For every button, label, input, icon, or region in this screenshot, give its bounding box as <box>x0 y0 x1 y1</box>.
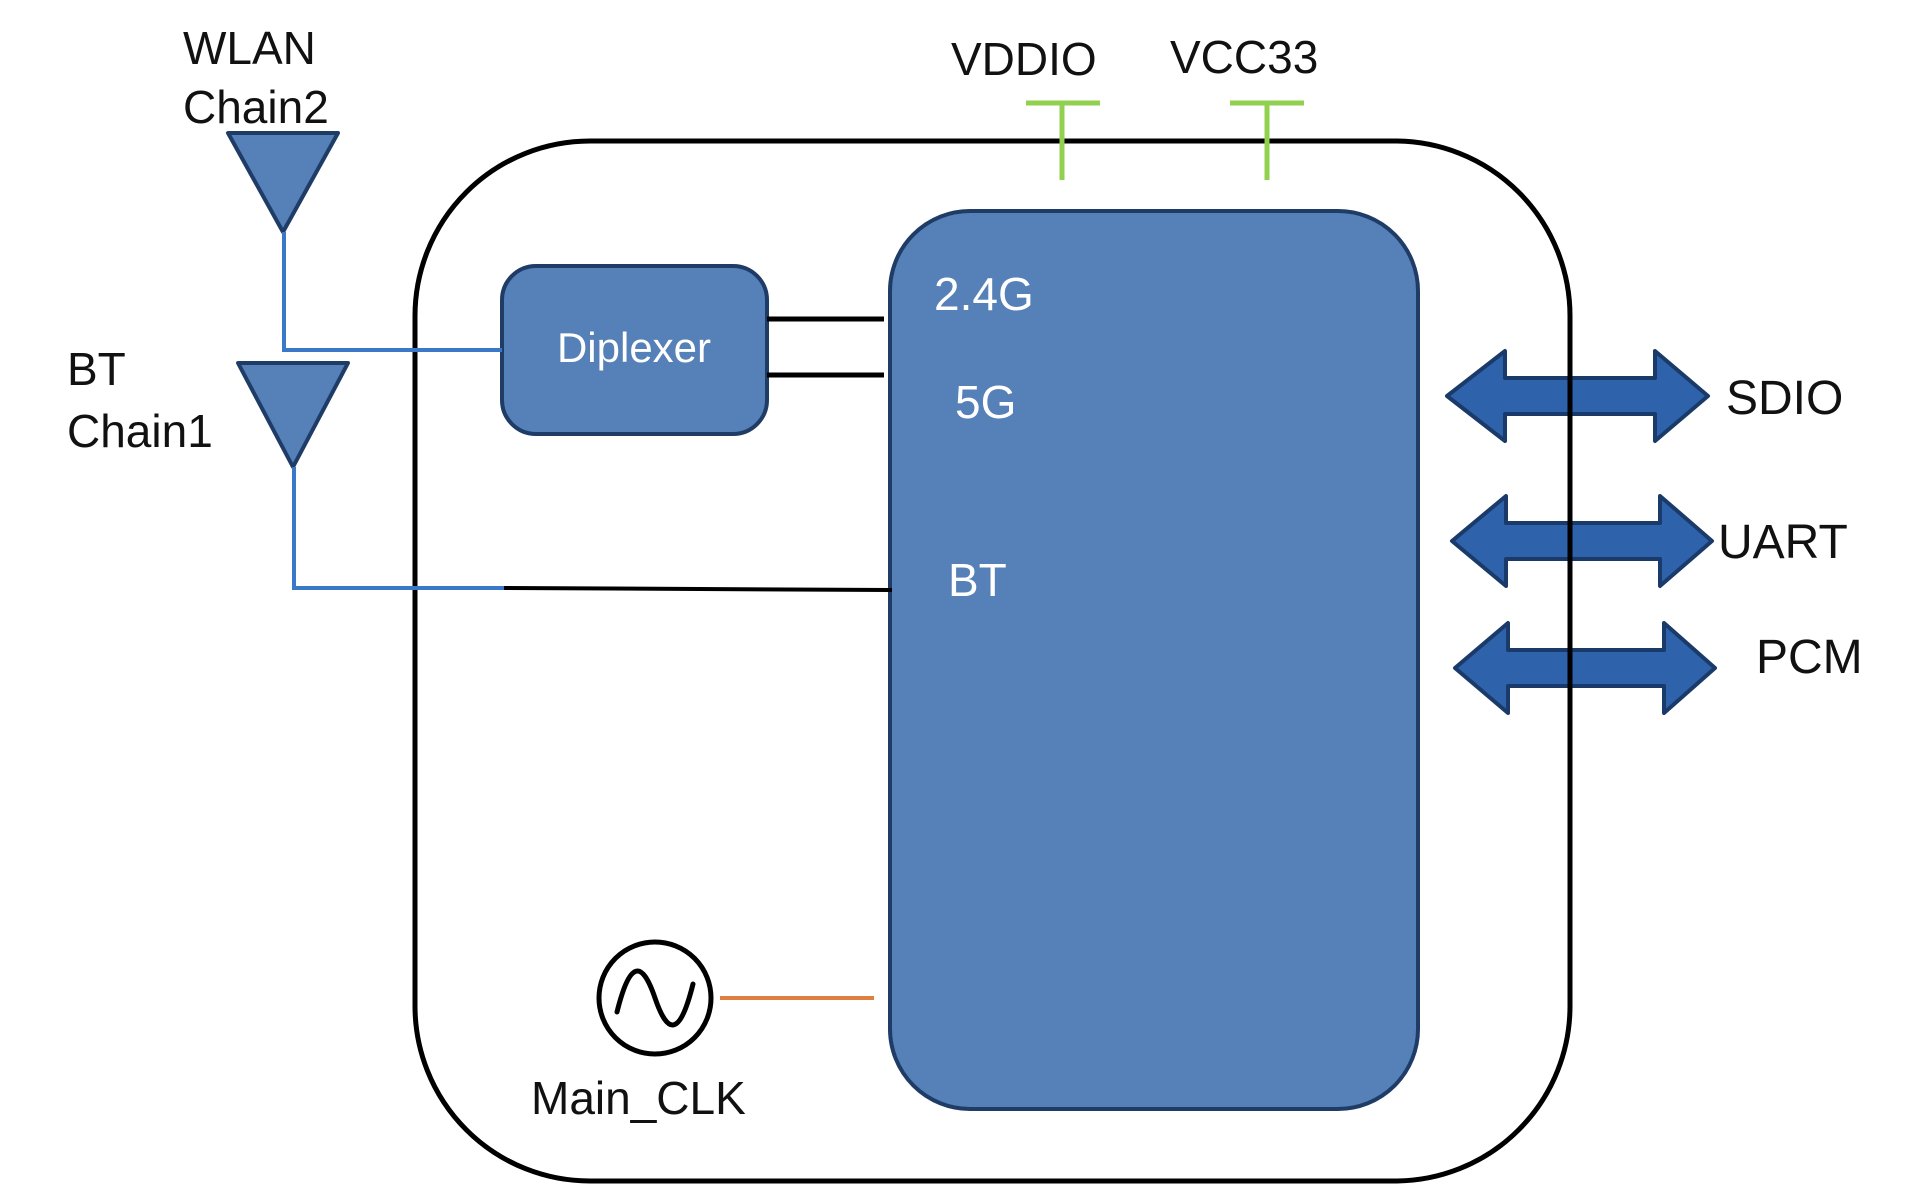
vddio-supply <box>1026 100 1100 180</box>
bt-chip-line <box>503 586 893 592</box>
port-24g-label: 2.4G <box>934 268 1034 320</box>
wlan-rf-line <box>282 232 502 352</box>
diplexer-label: Diplexer <box>557 324 711 371</box>
pcm-label: PCM <box>1756 631 1863 684</box>
bt-antenna-label-1: BT <box>67 343 126 395</box>
vcc33-supply <box>1230 100 1304 180</box>
uart-label: UART <box>1718 516 1848 569</box>
uart-arrow-icon <box>1450 494 1714 588</box>
vddio-label: VDDIO <box>951 33 1097 85</box>
vcc33-label: VCC33 <box>1170 31 1318 83</box>
wlan-antenna-label-1: WLAN <box>183 22 316 74</box>
bt-antenna-label-2: Chain1 <box>67 405 213 457</box>
wlan-antenna-label-2: Chain2 <box>183 81 329 133</box>
port-bt-label: BT <box>948 554 1007 606</box>
bt-antenna-icon <box>236 361 350 469</box>
sdio-arrow-icon <box>1445 349 1710 443</box>
port-5g-label: 5G <box>955 376 1016 428</box>
wifi-bt-chip <box>888 209 1420 1111</box>
main-clk-label: Main_CLK <box>531 1072 746 1124</box>
sine-wave-icon <box>614 968 696 1028</box>
pcm-arrow-icon <box>1453 621 1717 715</box>
bt-rf-line <box>292 467 504 590</box>
wlan-antenna-icon <box>226 131 340 234</box>
sdio-label: SDIO <box>1726 372 1843 425</box>
